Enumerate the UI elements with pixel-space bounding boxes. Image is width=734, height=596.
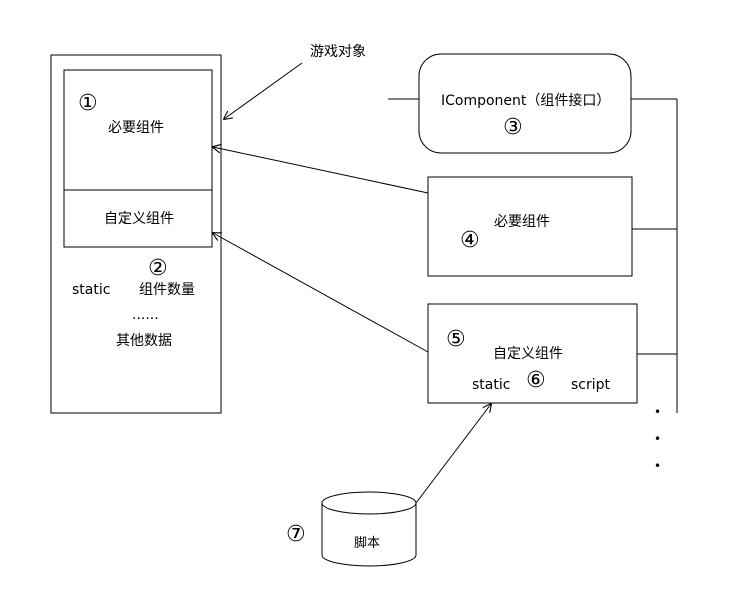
marker-1: ① xyxy=(78,91,98,116)
component-container-box xyxy=(63,69,213,248)
game-object-caption: 游戏对象 xyxy=(310,44,366,60)
arrow-game-object-caption xyxy=(224,62,303,119)
more-dot-2: • xyxy=(654,432,662,446)
marker-4: ④ xyxy=(460,228,480,253)
required-component-label: 必要组件 xyxy=(494,214,550,230)
static-label: static xyxy=(72,282,111,298)
slot-required-label: 必要组件 xyxy=(108,120,164,136)
marker-3: ③ xyxy=(503,115,523,140)
more-dot-1: • xyxy=(654,405,662,419)
ellipsis: ...... xyxy=(132,307,159,323)
required-component-box xyxy=(427,176,633,277)
game-object-box xyxy=(50,54,222,414)
more-dot-3: • xyxy=(654,459,662,473)
script-db-cylinder xyxy=(321,503,417,567)
arrow-required-to-slot xyxy=(213,147,429,194)
script-db-top xyxy=(321,491,417,515)
marker-7: ⑦ xyxy=(286,522,306,547)
component-count-label: 组件数量 xyxy=(139,282,195,298)
slot-custom-label: 自定义组件 xyxy=(104,211,174,227)
custom-script-label: script xyxy=(571,377,611,393)
marker-2: ② xyxy=(148,256,168,281)
script-db-label: 脚本 xyxy=(354,536,381,551)
marker-5: ⑤ xyxy=(446,327,466,352)
custom-static-label: static xyxy=(472,377,511,393)
arrow-script-to-custom xyxy=(415,404,491,504)
arrow-custom-to-slot xyxy=(213,233,429,353)
marker-6: ⑥ xyxy=(526,368,546,393)
other-data-label: 其他数据 xyxy=(116,333,172,349)
icomponent-label: IComponent（组件接口） xyxy=(441,93,611,109)
custom-component-label: 自定义组件 xyxy=(493,346,563,362)
icomponent-box xyxy=(418,53,632,154)
